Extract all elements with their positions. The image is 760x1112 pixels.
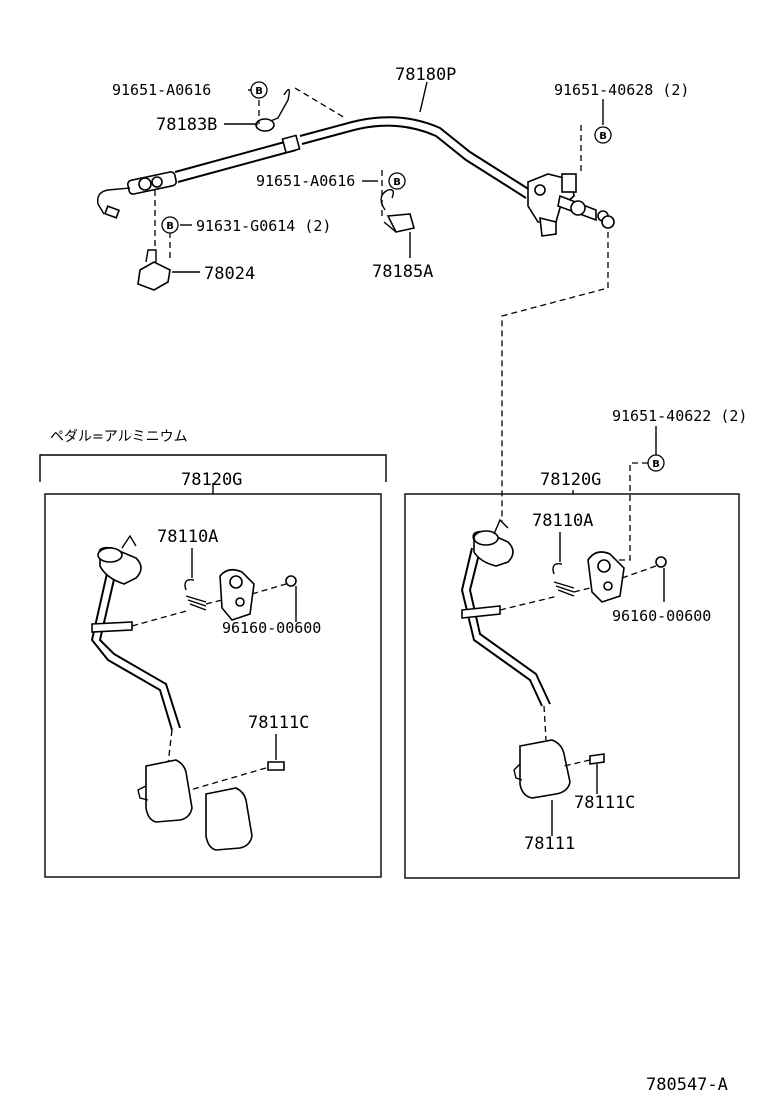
- label-clip-b: 78183B: [156, 115, 217, 135]
- left-nut-label: 96160-00600: [222, 619, 321, 637]
- badge-b-3: B: [161, 216, 179, 234]
- label-cable: 78180P: [395, 65, 456, 85]
- label-bolt-a-mid: 91651-A0616: [256, 172, 355, 190]
- label-bracket: 78024: [204, 264, 255, 284]
- right-assembly-label: 78120G: [540, 470, 601, 490]
- right-bolt-label: 91651-40622 (2): [612, 407, 747, 425]
- svg-text:B: B: [652, 459, 660, 470]
- left-panel-heading: ペダル=アルミニウム: [50, 429, 188, 445]
- label-clip-a: 78185A: [372, 262, 433, 282]
- svg-text:B: B: [393, 177, 401, 188]
- left-spring-label: 78110A: [157, 527, 218, 547]
- figure-code: 780547-A: [646, 1075, 728, 1095]
- right-nut-label: 96160-00600: [612, 607, 711, 625]
- badge-b-4: B: [594, 126, 612, 144]
- svg-text:B: B: [166, 221, 174, 232]
- label-bolt-a-upper: 91651-A0616: [112, 81, 211, 99]
- right-spring-label: 78110A: [532, 511, 593, 531]
- right-pin-label: 78111C: [574, 793, 635, 813]
- left-panel: ペダル=アルミニウム 78120G 78110A 96160-00600: [39, 429, 387, 878]
- badge-b-5: B: [647, 454, 665, 472]
- label-bolt-40628: 91651-40628 (2): [554, 81, 689, 99]
- svg-text:B: B: [255, 86, 263, 97]
- right-panel: 91651-40622 (2) 78120G 78110A 96160-0060…: [404, 407, 747, 879]
- left-pin-label: 78111C: [248, 713, 309, 733]
- left-assembly-label: 78120G: [181, 470, 242, 490]
- svg-text:B: B: [599, 131, 607, 142]
- badge-b-2: B: [388, 172, 406, 190]
- right-pad-label: 78111: [524, 834, 575, 854]
- label-screw-g0614: 91631-G0614 (2): [196, 217, 331, 235]
- badge-b-1: B: [250, 81, 268, 99]
- accelerator-cable: [97, 87, 615, 291]
- top-leaders: [154, 81, 609, 522]
